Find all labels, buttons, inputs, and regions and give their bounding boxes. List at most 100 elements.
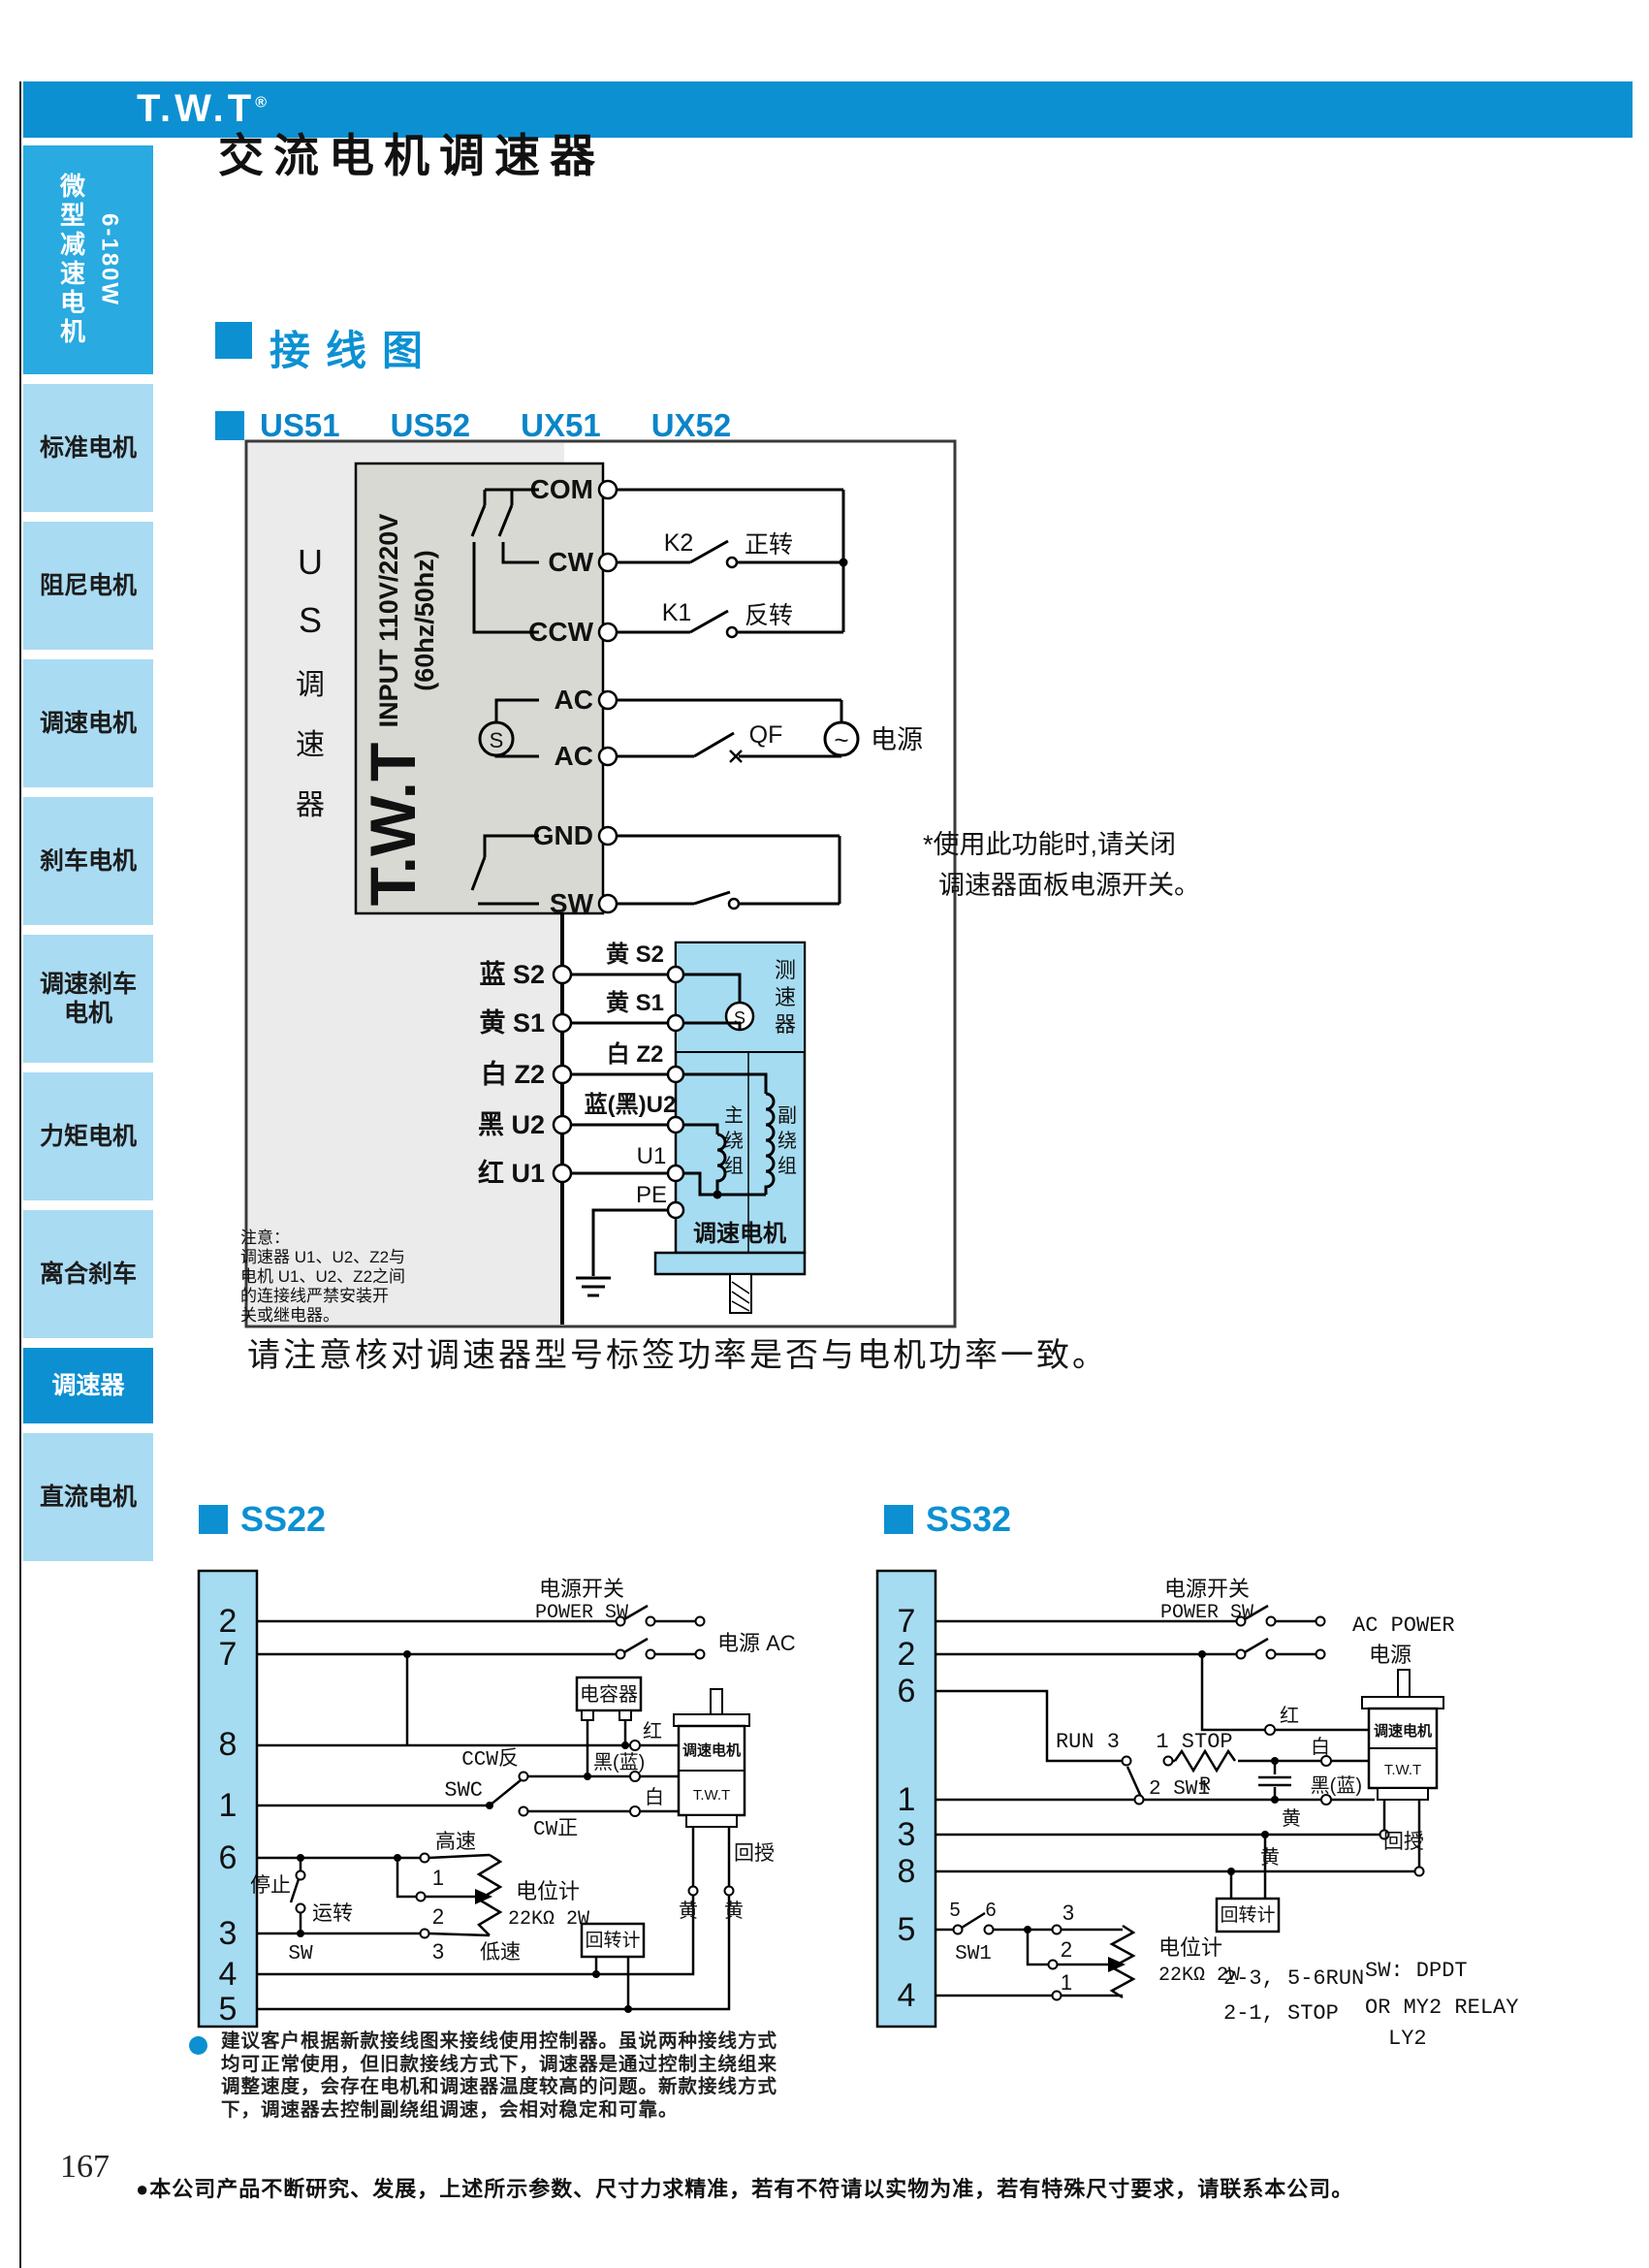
tacho-char: 速: [775, 985, 796, 1009]
ss22-cap-lug: [618, 1709, 632, 1721]
ss32-run3-label: RUN 3: [1056, 1730, 1120, 1754]
winding-junction: [713, 1190, 722, 1199]
ss22-stop-label: 停止: [250, 1874, 291, 1897]
sidebar-item-label: 刹车电机: [39, 847, 137, 875]
sidebar-item-label: 阻尼电机: [39, 572, 137, 599]
gnd-sw-loop: [617, 834, 841, 906]
ss32-pin: 5: [898, 1911, 916, 1948]
ss22-wiper-arrow: [475, 1889, 492, 1904]
ss22-pin: 2: [219, 1603, 238, 1640]
controller-brand-vertical: T.W.T: [357, 743, 428, 907]
tacho-char: 器: [775, 1012, 796, 1037]
sidebar-item-damping-motor: 阻尼电机: [23, 522, 153, 650]
red-note-line1: *使用此功能时,请关闭: [923, 830, 1176, 859]
ss32-pot-label: 电位计: [1158, 1935, 1222, 1960]
ss22-pot-2: 2: [432, 1904, 444, 1929]
ss22-pot-zigzag: [476, 1853, 503, 1936]
page-title: 交流电机调速器: [218, 130, 605, 181]
notice-line: 关或继电器。: [240, 1306, 339, 1325]
ss32-pin: 4: [898, 1977, 916, 2014]
ss22-terminal-block: [197, 1569, 259, 2028]
wire-label-u1: U1: [637, 1143, 667, 1169]
ss32-pin: 2: [898, 1636, 916, 1673]
ss22-powersw-en: POWER SW: [535, 1602, 628, 1624]
sidebar-item-label: 调速器: [51, 1372, 125, 1399]
ss22-wiring-diagram: 2 7 8 1 6 3 4 5: [197, 1569, 796, 2028]
model-ux52: UX52: [650, 407, 732, 443]
ss22-pin: 8: [219, 1726, 238, 1763]
sidebar-item-speed-motor: 调速电机: [23, 659, 153, 787]
k2-label: K2: [664, 529, 694, 557]
ss22-pin: 4: [219, 1956, 238, 1993]
ss32-pin: 3: [898, 1816, 916, 1853]
ss22-white-label: 白: [645, 1786, 664, 1808]
advisory-line: 建议客户根据新款接线图来接线使用控制器。虽说两种接线方式: [221, 2030, 778, 2052]
terminal-cw: CW: [548, 547, 593, 577]
ss22-sw-label: SW: [288, 1943, 313, 1965]
ss32-n6: 6: [985, 1900, 996, 1921]
ss32-pot-value: 22KΩ 2W: [1158, 1965, 1240, 1987]
terminal-com: COM: [530, 474, 593, 504]
ss22-tacho-box: [580, 1922, 646, 1959]
ss32-motor-brand: T.W.T: [1384, 1762, 1421, 1778]
models-bullet-square: [215, 411, 244, 440]
sidebar-item-torque-motor: 力矩电机: [23, 1072, 153, 1200]
input-rating-line1: INPUT 110V/220V: [374, 514, 403, 728]
sidebar-item-clutch-brake: 离合刹车: [23, 1210, 153, 1338]
terminal-ccw: CCW: [528, 617, 593, 647]
model-us51: US51: [260, 407, 340, 443]
notice-line: 的连接线严禁安装开: [240, 1287, 389, 1305]
us-wiring-diagram: U S 调 速 器 INPUT 110V/220V (60hz/50hz) T.…: [240, 439, 1200, 1328]
controller-box: [354, 462, 605, 915]
sidebar-item-label: 调速电机: [39, 710, 137, 737]
ss32-p2: 2: [1061, 1937, 1072, 1962]
model-list: US51 US52 UX51 UX52: [260, 407, 731, 444]
power-label: 电源: [871, 725, 923, 754]
shaft-hatch: [731, 1281, 750, 1312]
strip-label-s1: 黄 S1: [479, 1008, 545, 1038]
ss32-wiring: [935, 1604, 1421, 1997]
aux-winding-char: 组: [777, 1155, 797, 1177]
model-us52: US52: [390, 407, 471, 443]
ss32-p1: 1: [1061, 1970, 1072, 1995]
registered-mark: ®: [255, 94, 270, 112]
sidebar-item-standard-motor: 标准电机: [23, 384, 153, 512]
notice-line: 调速器 U1、U2、Z2与: [240, 1248, 405, 1266]
left-rule: [19, 81, 21, 2268]
ss22-motor-cap: [685, 1814, 738, 1828]
ss22-yellow1: 黄: [679, 1900, 698, 1922]
main-winding-char: 主: [724, 1104, 744, 1127]
ss32-note3: SW: DPDT: [1365, 1959, 1468, 1983]
ss22-tacho-label: 回转计: [585, 1930, 640, 1951]
advisory-note: 建议客户根据新款接线图来接线使用控制器。虽说两种接线方式 均可正常使用，但旧款接…: [221, 2030, 880, 2122]
sidebar-item-speed-brake-motor: 调速刹车电机: [23, 935, 153, 1063]
motor-flange: [653, 1251, 807, 1276]
aux-winding-char: 绕: [777, 1130, 797, 1152]
sidebar-item-brake-motor: 刹车电机: [23, 797, 153, 925]
sidebar-item-label: 直流电机: [39, 1484, 137, 1511]
ss32-tacho-label: 回转计: [1220, 1904, 1275, 1926]
ss32-pin: 1: [898, 1781, 916, 1818]
ss22-title: SS22: [240, 1499, 327, 1539]
wire-label-u2: 蓝(黑)U2: [585, 1092, 677, 1118]
pe-ground: [576, 1208, 667, 1297]
main-winding-char: 绕: [724, 1130, 744, 1152]
ss32-wiring-diagram: 7 2 6 1 3 8 5 4: [875, 1569, 1518, 2051]
main-winding-char: 组: [724, 1155, 744, 1177]
internal-switch-linkage: [470, 488, 539, 634]
sw-contact: [727, 897, 741, 910]
pot-s-symbol: S: [490, 728, 504, 752]
model-ux51: UX51: [521, 407, 601, 443]
sidebar-item-micro-gearmotor: 微型减速电机 6-180W: [23, 145, 153, 374]
ss32-junctions: [1024, 1650, 1279, 1933]
red-note-line2: 调速器面板电源开关。: [938, 871, 1200, 900]
ss32-motor-flange: [1361, 1696, 1444, 1709]
ac-symbol: ~: [834, 725, 848, 754]
ss22-pot-3: 3: [432, 1939, 444, 1964]
strip-label-z2: 白 Z2: [481, 1059, 545, 1089]
terminal-ac1: AC: [555, 685, 593, 715]
ss22-pin: 3: [219, 1915, 238, 1952]
sidebar-item-dc-motor: 直流电机: [23, 1433, 153, 1561]
ss32-note2: 2-1, STOP: [1223, 2001, 1339, 2026]
sidebar-item-label: 调速刹车电机: [39, 971, 137, 1027]
